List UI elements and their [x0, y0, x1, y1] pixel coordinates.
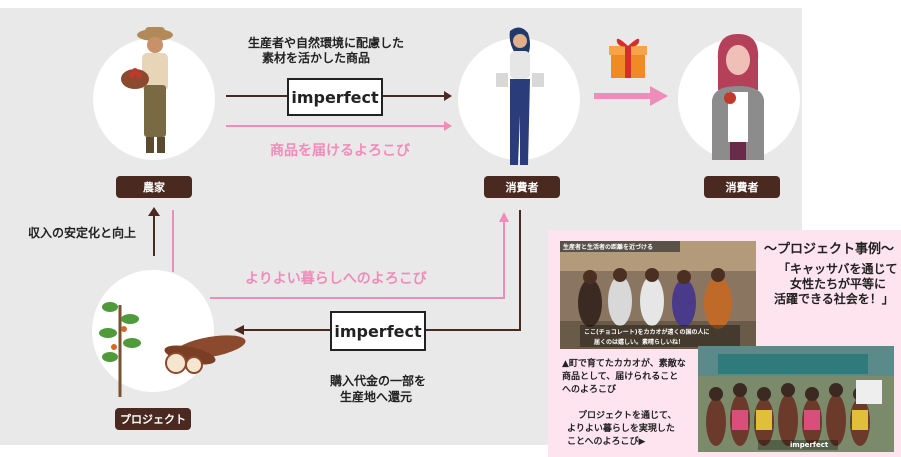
gift-arrow	[594, 86, 668, 106]
case-note1-line2: 商品として、届けられること	[562, 372, 679, 382]
income-up-arrow	[148, 207, 160, 256]
case-photo2-caption: imperfect	[790, 441, 829, 449]
case-heading: ～プロジェクト事例～	[764, 242, 895, 257]
case-photo1-caption: 生産者と生活者の距離を近づける	[563, 244, 654, 251]
joy-delivery-arrow	[226, 121, 452, 131]
case-quote-line2: 女性たちが平等に	[790, 277, 887, 291]
case-photo-1	[560, 241, 756, 349]
case-note1-line1: ▲町で育てたカカオが、素敵な	[562, 359, 686, 369]
product-label-line1: 生産者や自然環境に配慮した	[248, 36, 405, 50]
consumer1-label: 消費者	[484, 176, 560, 198]
consumer2-label: 消費者	[704, 176, 780, 198]
joy-better-life-text: よりよい暮らしへのよろこび	[245, 271, 427, 287]
case-photo-2	[698, 346, 894, 452]
case-photo1-subtitle-line1: ここ(チョコレート)をカカオが遠くの国の人に	[584, 329, 710, 336]
joy-delivery-text: 商品を届けるよろこび	[270, 143, 410, 159]
return-note-line2: 生産地へ還元	[340, 390, 413, 404]
case-note2-line2: よりよい暮らしを実現した	[567, 424, 675, 434]
case-note2-line1: プロジェクトを通じて、	[578, 411, 677, 421]
project-label: プロジェクト	[115, 408, 191, 430]
case-quote-line1: 「キャッサバを通じて	[778, 262, 898, 276]
consumer2-illustration	[712, 34, 764, 160]
case-note2-line3: ことへのよろこび▶	[567, 437, 646, 447]
tree-cassava-illustration	[99, 302, 246, 397]
gift-icon	[609, 38, 647, 78]
imperfect-logo-top: imperfect	[287, 78, 383, 116]
farmer-label: 農家	[116, 176, 192, 198]
better-life-arrow	[172, 210, 509, 299]
farmer-illustration	[121, 27, 173, 153]
return-note-line1: 購入代金の一部を	[330, 374, 427, 388]
case-photo1-subtitle-line2: 届くのは嬉しい。素晴らしいね！	[594, 339, 685, 346]
case-quote-line3: 活躍できる社会を！」	[774, 292, 894, 306]
product-label-line2: 素材を活かした商品	[262, 51, 371, 65]
imperfect-logo-bottom: imperfect	[330, 311, 426, 351]
case-note1-line3: へのよろこび	[562, 385, 617, 395]
consumer-illustration	[496, 27, 544, 165]
income-note: 収入の安定化と向上	[28, 226, 137, 240]
